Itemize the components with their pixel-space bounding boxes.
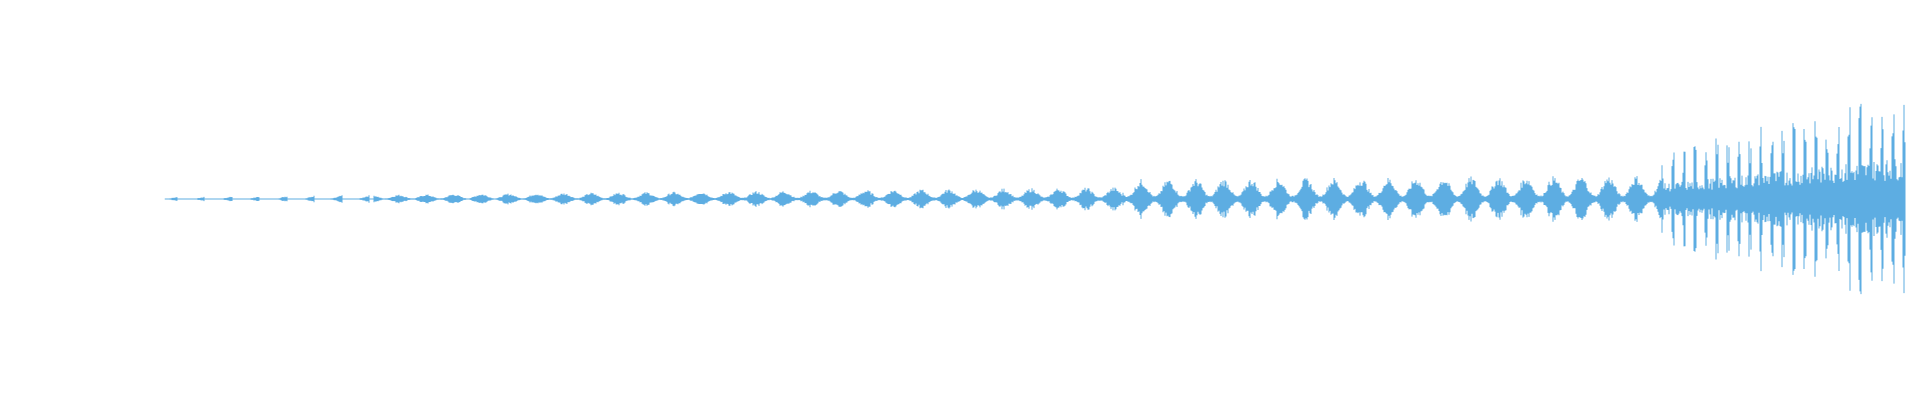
waveform-bars <box>164 103 1906 295</box>
